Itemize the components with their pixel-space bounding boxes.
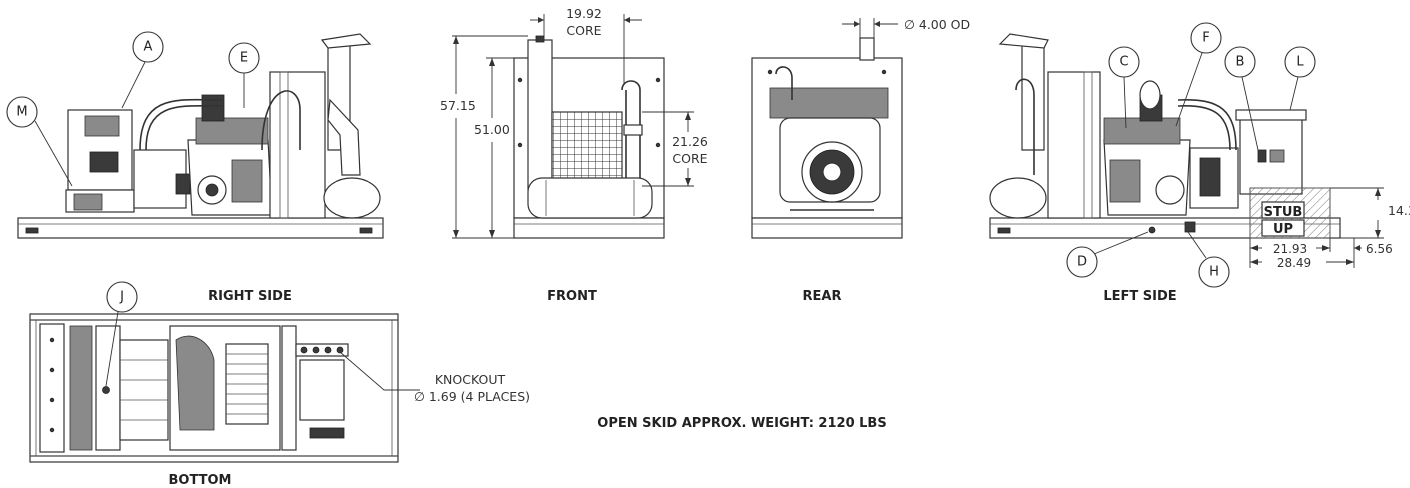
title-bottom: BOTTOM xyxy=(169,473,232,488)
dim-core-height-label: CORE xyxy=(672,151,707,166)
radiator-core xyxy=(551,111,623,181)
dim-exhaust-od: ∅ 4.00 OD xyxy=(904,17,970,32)
radiator xyxy=(269,71,326,219)
callout-c: C xyxy=(1108,46,1140,129)
svg-text:F: F xyxy=(1202,31,1209,46)
weight-note: OPEN SKID APPROX. WEIGHT: 2120 LBS xyxy=(597,416,886,431)
title-front: FRONT xyxy=(547,289,597,304)
rear-view xyxy=(751,18,903,239)
dim-core-width-label: CORE xyxy=(566,23,601,38)
dim-stub-offset: 6.56 xyxy=(1366,242,1393,256)
callout-j: J xyxy=(105,281,138,387)
bottom-view xyxy=(29,313,420,463)
dim-core-height: 21.26 xyxy=(672,134,708,149)
svg-text:H: H xyxy=(1209,265,1219,280)
svg-text:B: B xyxy=(1236,55,1245,70)
knockout-label: KNOCKOUT xyxy=(435,372,506,387)
left-side-view xyxy=(989,33,1384,268)
right-side-view xyxy=(17,33,384,239)
dim-stub-height: 14.30 xyxy=(1388,203,1410,218)
stub-up-line2: UP xyxy=(1273,222,1293,237)
knockout-size: ∅ 1.69 (4 PLACES) xyxy=(414,389,530,404)
muffler xyxy=(323,177,381,219)
title-right-side: RIGHT SIDE xyxy=(208,289,292,304)
svg-text:E: E xyxy=(240,51,248,66)
svg-text:M: M xyxy=(16,105,27,120)
svg-text:C: C xyxy=(1119,55,1128,70)
callout-l: L xyxy=(1284,46,1316,111)
svg-text:J: J xyxy=(119,290,124,305)
dim-stub-length: 28.49 xyxy=(1277,256,1311,270)
skid-base xyxy=(17,217,384,239)
callout-e: E xyxy=(228,42,260,108)
stub-up-line1: STUB xyxy=(1264,205,1303,220)
dim-core-width: 19.92 xyxy=(566,6,602,21)
callout-a: A xyxy=(121,31,164,109)
fuel-tank xyxy=(527,177,653,219)
title-left-side: LEFT SIDE xyxy=(1103,289,1176,304)
exhaust-outlet xyxy=(859,37,875,61)
title-rear: REAR xyxy=(803,289,842,304)
callout-m: M xyxy=(6,96,73,187)
svg-text:L: L xyxy=(1296,55,1304,70)
callout-b: B xyxy=(1224,46,1259,151)
callout-f: F xyxy=(1175,22,1222,127)
dim-frame-height: 51.00 xyxy=(474,122,510,137)
svg-text:D: D xyxy=(1077,255,1087,270)
dim-overall-height: 57.15 xyxy=(440,98,476,113)
front-view xyxy=(452,14,694,239)
callout-d: D xyxy=(1066,231,1149,278)
callout-h: H xyxy=(1187,231,1230,288)
dim-stub-width: 21.93 xyxy=(1273,242,1307,256)
svg-text:A: A xyxy=(144,40,153,55)
